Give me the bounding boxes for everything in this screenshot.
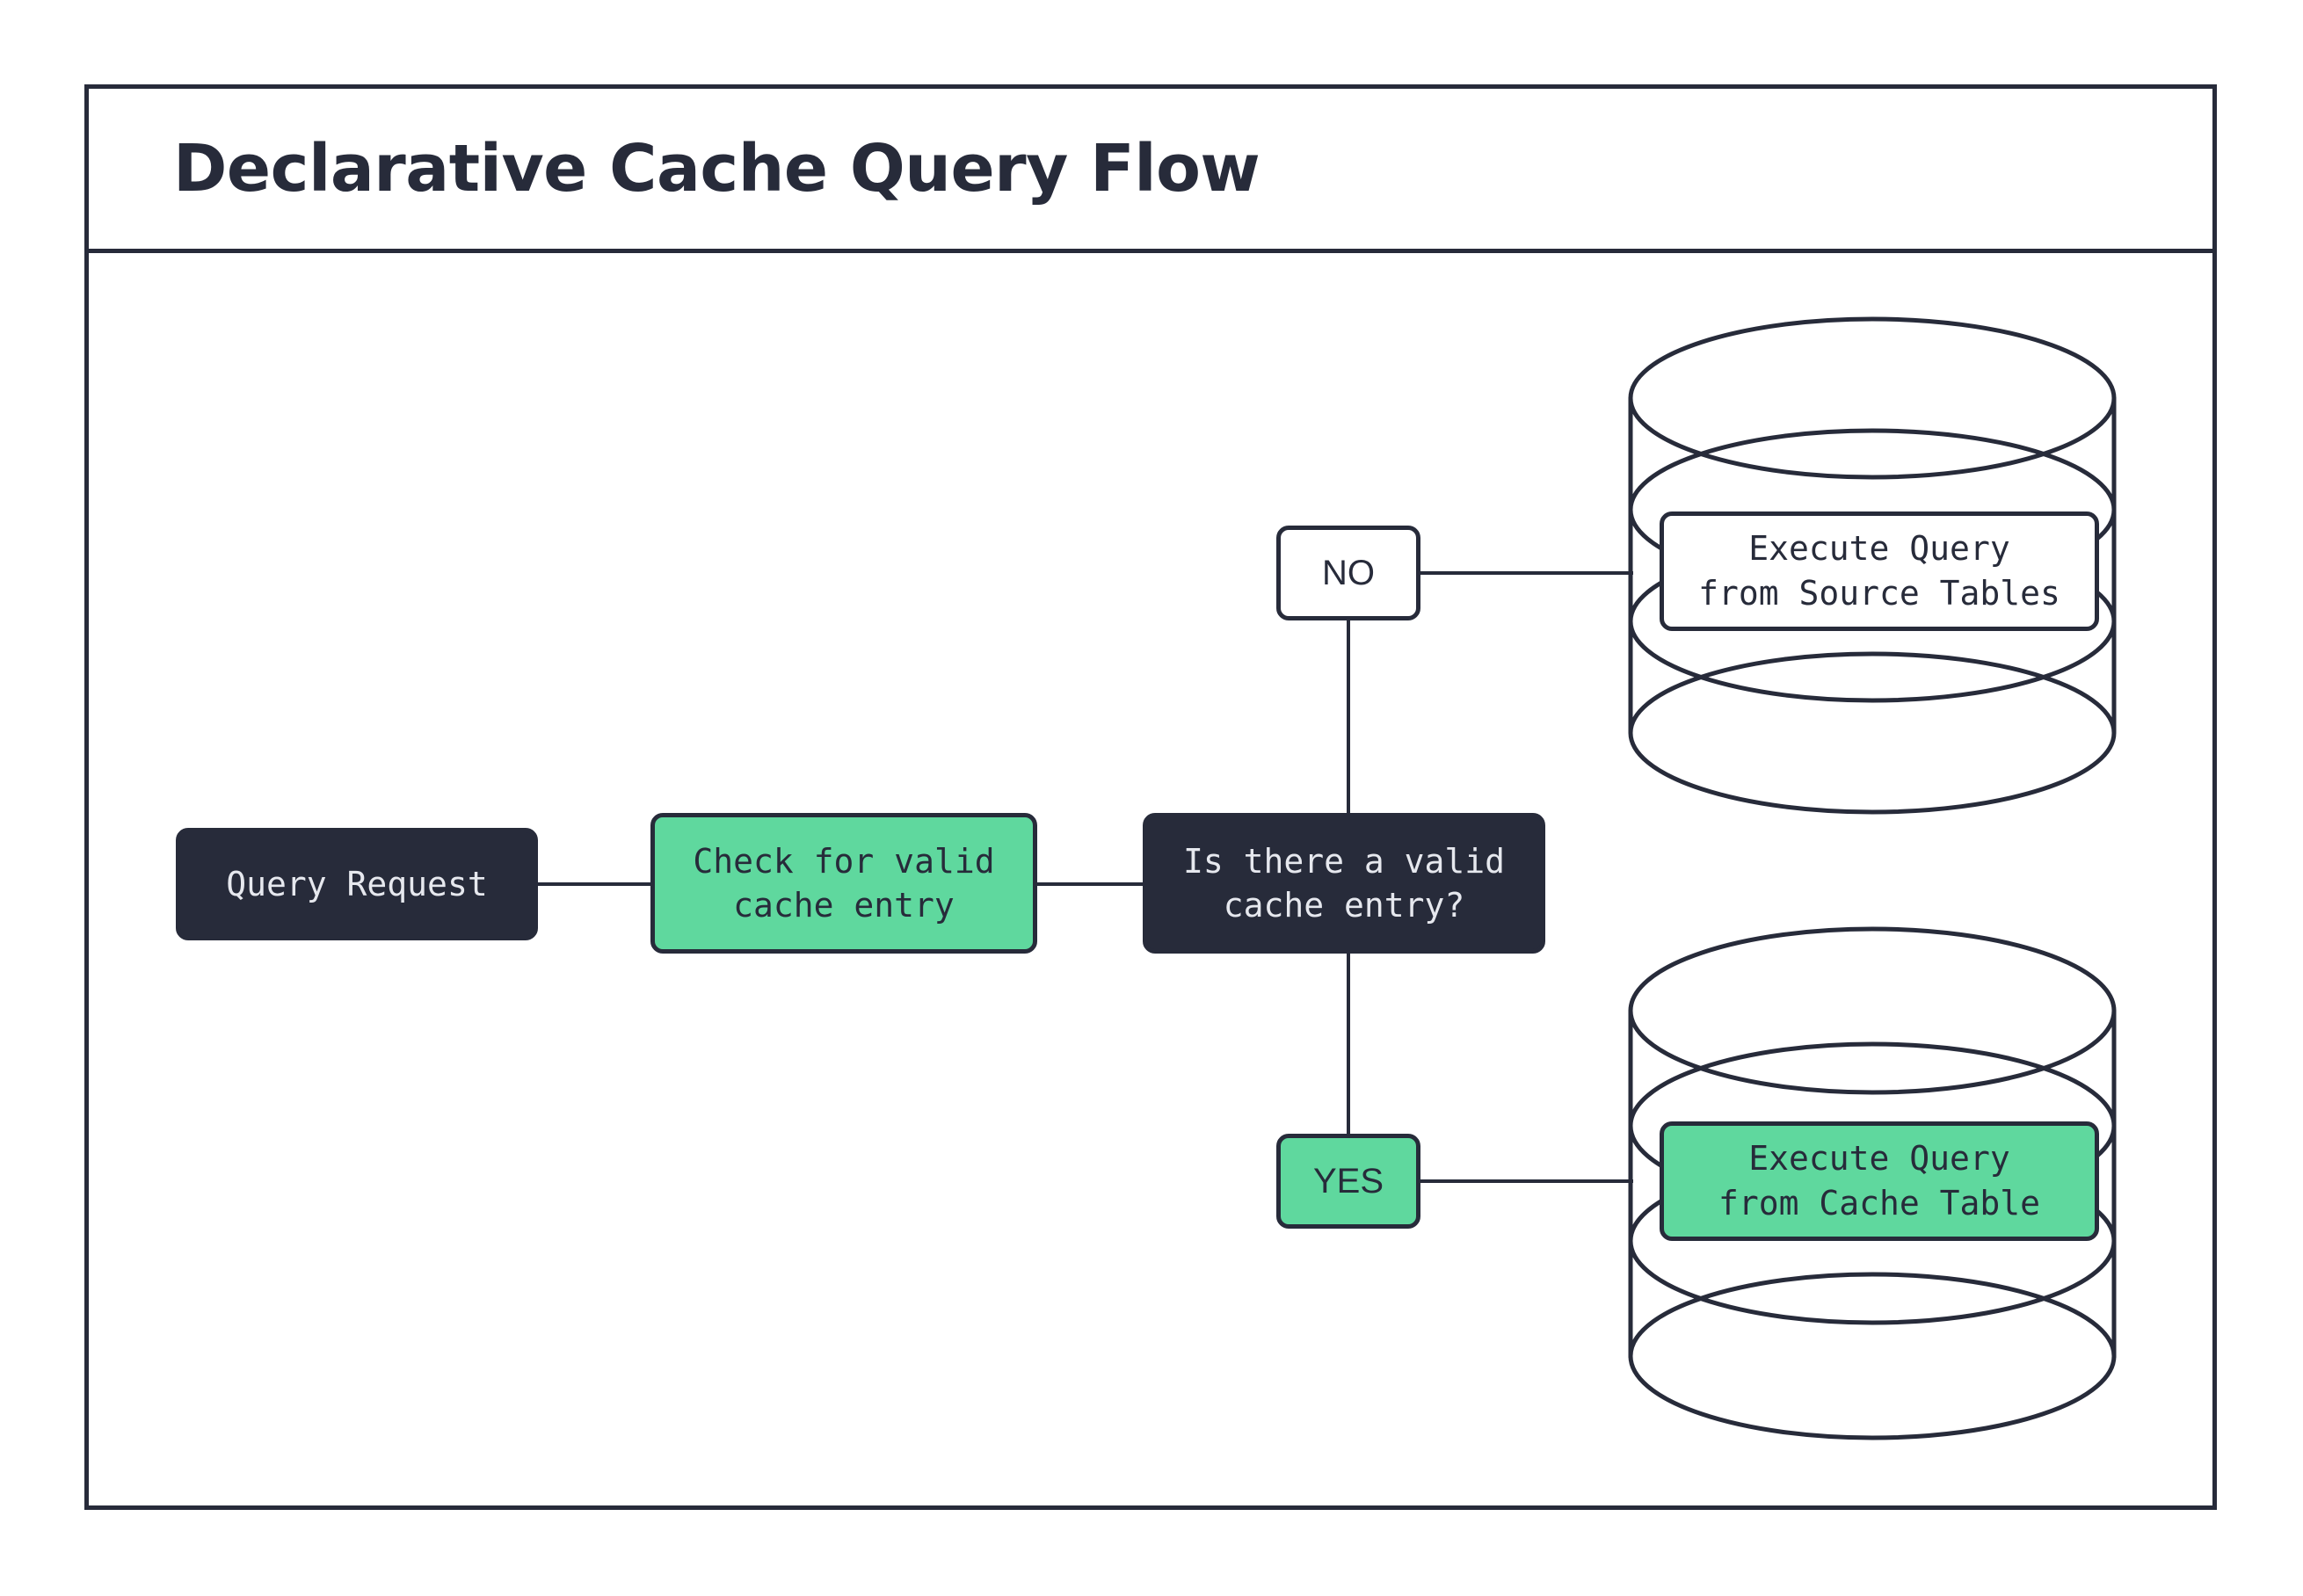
node-label-execute-query-from-source-tables[interactable]: Execute Query from Source Tables [1660, 511, 2099, 631]
database-cylinder-cache-table [1626, 925, 2118, 1443]
node-label-execute-query-from-cache-table[interactable]: Execute Query from Cache Table [1660, 1121, 2099, 1241]
node-decision-is-there-a-valid-cache-entry[interactable]: Is there a valid cache entry? [1143, 813, 1545, 954]
branch-label-no[interactable]: NO [1276, 526, 1420, 620]
node-check-for-valid-cache-entry[interactable]: Check for valid cache entry [650, 813, 1037, 954]
database-cylinder-cache-icon [1628, 926, 2117, 1440]
diagram-title-bar: Declarative Cache Query Flow [84, 84, 2217, 253]
edge-check-cache-to-decision [1037, 882, 1143, 886]
edge-yes-branch-vertical [1347, 952, 1350, 1135]
node-query-request[interactable]: Query Request [176, 828, 538, 940]
edge-no-branch-vertical [1347, 620, 1350, 815]
edge-yes-to-execute-cache [1420, 1179, 1633, 1183]
branch-label-yes[interactable]: YES [1276, 1134, 1420, 1229]
page-title: Declarative Cache Query Flow [173, 131, 1260, 207]
edge-no-to-execute-source [1420, 571, 1633, 575]
edge-query-request-to-check-cache [538, 882, 650, 886]
